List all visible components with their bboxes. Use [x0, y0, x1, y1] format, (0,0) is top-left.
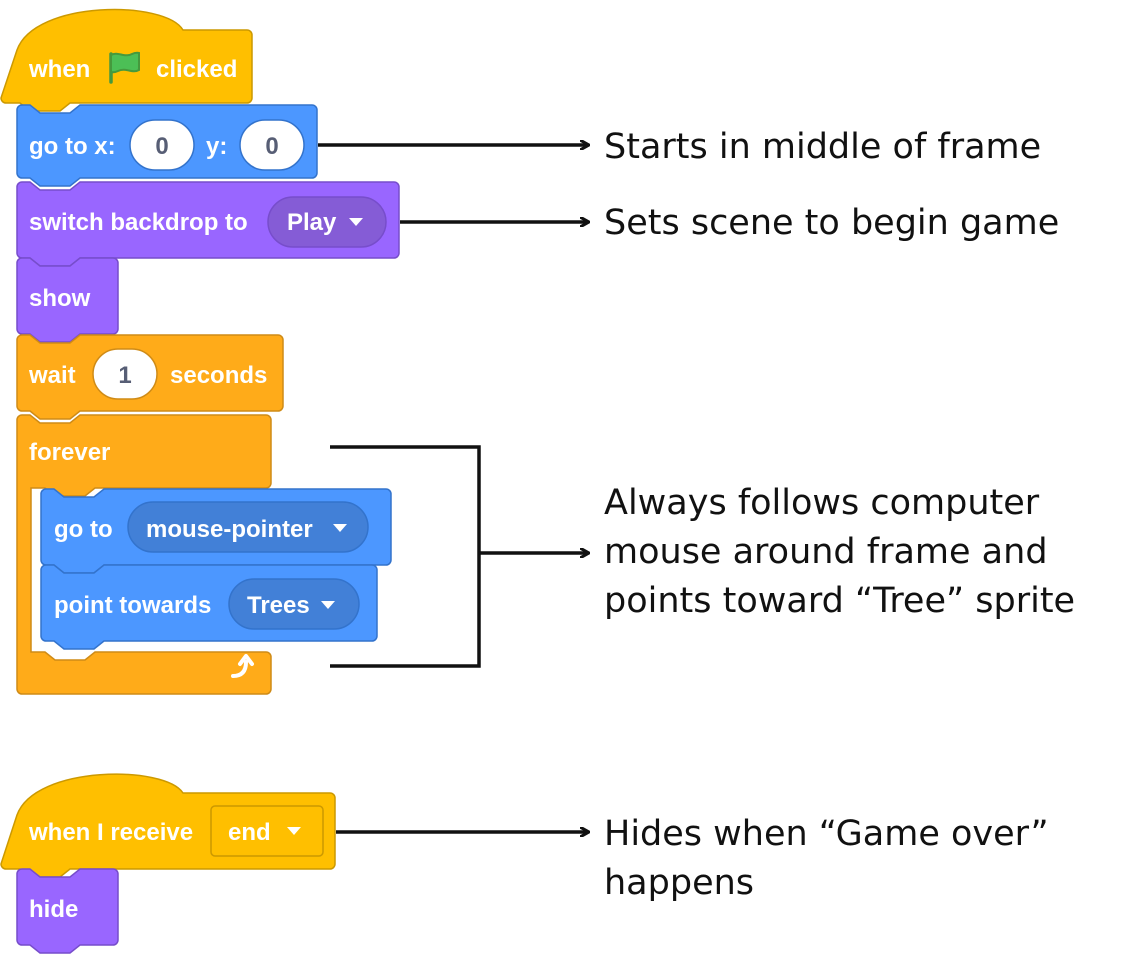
show-label: show	[29, 285, 91, 312]
wait-block[interactable]: wait 1 seconds	[16, 334, 284, 420]
wait-label: wait	[28, 362, 76, 389]
y-input[interactable]	[239, 119, 305, 171]
message-value: end	[228, 819, 271, 846]
switch-backdrop-label: switch backdrop to	[29, 209, 248, 236]
go-to-target-dropdown[interactable]	[127, 501, 369, 553]
backdrop-dropdown[interactable]	[267, 196, 387, 248]
when-i-receive-block[interactable]: when I receive end	[0, 773, 336, 878]
forever-bracket	[330, 445, 481, 668]
green-flag-icon	[109, 51, 140, 84]
wait-value: 1	[118, 362, 131, 389]
when-i-receive-label: when I receive	[28, 819, 193, 846]
point-towards-label: point towards	[54, 592, 211, 619]
go-to-block[interactable]: go to mouse-pointer	[40, 488, 392, 574]
point-towards-block[interactable]: point towards Trees	[40, 564, 378, 650]
forever-label: forever	[29, 439, 110, 466]
hide-label: hide	[29, 896, 78, 923]
chevron-down-icon	[321, 601, 335, 609]
note-switch-backdrop: Sets scene to begin game	[604, 203, 1059, 243]
note-receive-line-2: happens	[604, 863, 754, 903]
go-to-xy-block[interactable]: go to x: 0 y: 0	[16, 104, 318, 187]
when-label: when	[28, 56, 90, 83]
chevron-down-icon	[333, 524, 347, 532]
seconds-label: seconds	[170, 362, 267, 389]
message-dropdown[interactable]	[210, 805, 324, 857]
note-forever-line-1: Always follows computer	[604, 483, 1040, 523]
note-forever-line-2: mouse around frame and	[604, 532, 1048, 572]
go-to-label: go to	[54, 516, 113, 543]
show-block[interactable]: show	[16, 257, 119, 343]
go-to-x-label: go to x:	[29, 133, 116, 160]
go-to-target-value: mouse-pointer	[146, 516, 313, 543]
x-value: 0	[155, 133, 168, 160]
note-receive-line-1: Hides when “Game over”	[604, 814, 1049, 854]
chevron-down-icon	[287, 827, 301, 835]
backdrop-value: Play	[287, 209, 337, 236]
chevron-down-icon	[349, 218, 363, 226]
switch-backdrop-block[interactable]: switch backdrop to Play	[16, 181, 400, 267]
forever-block[interactable]: forever	[16, 414, 272, 695]
wait-seconds-input[interactable]	[92, 348, 158, 400]
y-label: y:	[206, 133, 227, 160]
when-flag-clicked-block[interactable]: when clicked	[0, 8, 253, 112]
note-goto-xy: Starts in middle of frame	[604, 127, 1041, 167]
clicked-label: clicked	[156, 56, 237, 83]
point-towards-dropdown[interactable]	[228, 578, 360, 630]
hide-block[interactable]: hide	[16, 868, 119, 954]
x-input[interactable]	[129, 119, 195, 171]
note-forever-line-3: points toward “Tree” sprite	[604, 581, 1075, 621]
y-value: 0	[265, 133, 278, 160]
point-towards-value: Trees	[247, 592, 310, 619]
loop-arrow-icon	[231, 654, 254, 678]
